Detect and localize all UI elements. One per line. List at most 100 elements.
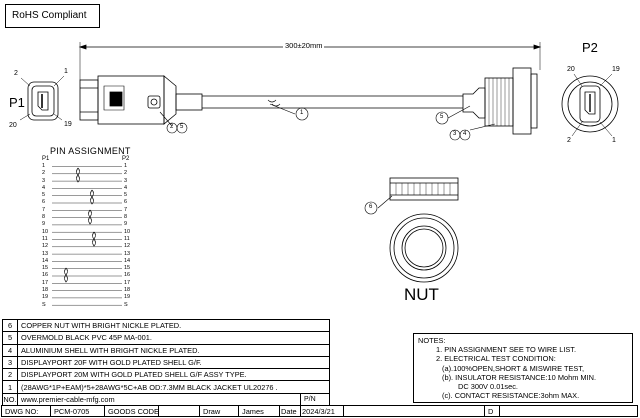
pin-right-header: P2 (122, 156, 130, 162)
bom-row: 1(28AWG*1P+EAM)*5+28AWG*5C+AB OD:7.3MM B… (2, 380, 330, 394)
p1-connector-icon (79, 75, 203, 125)
p1-pin2-label: 2 (14, 70, 18, 77)
bom-description: ALUMINIUM SHELL WITH BRIGHT NICKLE PLATE… (17, 343, 330, 357)
pin-right-number: 2 (124, 170, 128, 177)
bom-item-number: NO. (2, 392, 18, 407)
callout-4-label: 4 (463, 131, 467, 137)
pin-left-number: 14 (42, 257, 49, 264)
pin-left-number: 12 (42, 243, 49, 250)
callout-6-label: 6 (369, 204, 373, 210)
pin-right-number: 12 (124, 243, 131, 250)
bom-item-number: 1 (2, 380, 18, 394)
dimension-arrow-left (78, 44, 87, 50)
twist-pair-1 (76, 167, 80, 183)
bom-description: OVERMOLD BLACK PVC 45P MA-001. (17, 331, 330, 345)
goods-code-label: GOODS CODE (104, 405, 159, 417)
pin-right-number: 15 (124, 265, 131, 272)
pin-left-number: 17 (42, 279, 49, 286)
pin-right-number: 8 (124, 214, 128, 221)
bom-item-number: 4 (2, 343, 18, 357)
pin-left-number: 15 (42, 265, 49, 272)
note-line: (a).100%OPEN,SHORT & MISWIRE TEST, (442, 363, 585, 373)
pin-right-number: 16 (124, 272, 131, 279)
pin-right-number: 19 (124, 294, 131, 301)
pin-right-number: 10 (124, 228, 131, 235)
bom-description: DISPLAYPORT 20M WITH GOLD PLATED SHELL G… (17, 368, 330, 382)
twist-pair-5 (64, 267, 68, 283)
pin-left-number: 2 (42, 170, 46, 177)
date-label: Date (279, 405, 301, 417)
rev-value: D (484, 405, 500, 417)
callout-1-label: 1 (300, 110, 304, 116)
p1-pin20-label: 20 (9, 122, 17, 129)
pin-right-number: 1 (124, 163, 128, 169)
pin-left-number: 11 (42, 235, 48, 242)
bom-description: COPPER NUT WITH BRIGHT NICKLE PLATED. (17, 318, 330, 333)
draw-label: Draw (199, 405, 239, 417)
pin-right-number: 14 (124, 257, 131, 264)
note-line: (c). CONTACT RESISTANCE:3ohm MAX. (442, 391, 580, 401)
pin-left-number: 9 (42, 221, 46, 228)
pin-left-number: S (42, 301, 46, 308)
pin-right-number: 11 (124, 235, 130, 242)
callout-5 (435, 111, 449, 125)
dimension-label: 300±20mm (283, 41, 325, 50)
pin-assignment-title: PIN ASSIGNMENT (50, 146, 131, 156)
title-blank-end (499, 405, 638, 417)
notes-title: NOTES: (418, 336, 446, 345)
twist-pair-3 (88, 209, 92, 225)
p1-face-icon (27, 81, 59, 121)
pin-right-number: 18 (124, 287, 131, 294)
callout-2-label: 2 (170, 124, 174, 130)
note-line: DC 300V 0.01sec. (458, 382, 518, 392)
cable-icon (202, 95, 463, 109)
callout-6 (364, 201, 378, 215)
bom-pn-label: P/N (300, 392, 330, 407)
pin-left-number: 16 (42, 272, 49, 279)
pin-left-number: 8 (42, 214, 46, 221)
dwg-no-value: PCM-0705 (50, 405, 105, 417)
pin-left-number: 10 (42, 228, 49, 235)
bom-item-number: 5 (2, 331, 18, 345)
callout-4 (459, 129, 471, 141)
twist-pair-4 (92, 231, 96, 247)
notes-box: NOTES: 1. PIN ASSIGNMENT SEE TO WIRE LIS… (413, 333, 633, 403)
nut-front-icon (389, 213, 459, 283)
p1-pin19-label: 19 (64, 121, 72, 128)
callout-1 (295, 107, 309, 121)
pin-left-number: 18 (42, 287, 49, 294)
bom-description: www.premier-cable-mfg.com (17, 392, 301, 407)
pin-left-number: 3 (42, 177, 46, 184)
callout-5-label: 5 (440, 114, 444, 120)
pin-right-number: 3 (124, 177, 128, 184)
pin-right-number: 13 (124, 250, 131, 257)
callout-3-label: 3 (453, 131, 457, 137)
p2-pin19-label: 19 (612, 66, 620, 73)
p2-face-icon (561, 75, 619, 133)
p2-pin1-label: 1 (612, 137, 616, 144)
pin-left-header: P1 (42, 156, 50, 162)
nut-side-icon (389, 177, 459, 201)
dimension-arrow-right (533, 44, 542, 50)
p2-pin20-label: 20 (567, 66, 575, 73)
pin-left-number: 1 (42, 163, 46, 169)
pin-right-number: 17 (124, 279, 131, 286)
pin-right-number: 7 (124, 206, 128, 213)
p2-label: P2 (582, 40, 598, 55)
date-value: 2024/3/21 (300, 405, 344, 417)
p2-connector-side-icon (462, 67, 538, 135)
bom-description: (28AWG*1P+EAM)*5+28AWG*5C+AB OD:7.3MM BL… (17, 380, 330, 394)
title-block: DWG NO: PCM-0705 GOODS CODE Draw James D… (1, 405, 638, 417)
title-blank (343, 405, 485, 417)
pin-left-number: 7 (42, 206, 46, 213)
pin-left-number: 4 (42, 184, 46, 191)
bom-item-number: 2 (2, 368, 18, 382)
nut-label: NUT (404, 285, 439, 304)
